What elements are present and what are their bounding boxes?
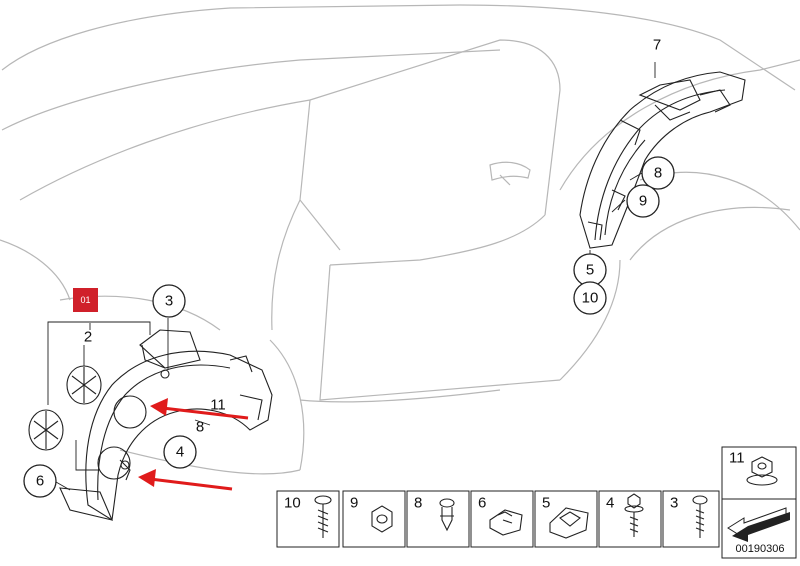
svg-text:8: 8 — [654, 165, 662, 182]
callout-6: 6 — [23, 464, 57, 498]
svg-text:3: 3 — [165, 293, 173, 310]
legend-cell-10: 10 — [276, 490, 340, 548]
legend-cell-3: 3 — [662, 490, 720, 548]
svg-text:10: 10 — [582, 290, 599, 307]
speed-nut-icon — [549, 507, 589, 539]
legend-cell-9: 9 — [342, 490, 406, 548]
assembly-bracket — [47, 321, 151, 471]
parts-legend: 10 9 8 6 — [276, 446, 797, 559]
callout-8-front: 8 — [196, 419, 204, 436]
callout-4: 4 — [163, 435, 197, 469]
callout-11-front: 11 — [210, 397, 226, 414]
legend-cell-8: 8 — [406, 490, 470, 548]
leader-lines — [55, 62, 656, 491]
svg-text:2: 2 — [84, 329, 92, 346]
svg-text:8: 8 — [414, 495, 422, 512]
svg-text:7: 7 — [653, 37, 661, 54]
callout-5-rear: 5 — [573, 253, 607, 287]
svg-text:11: 11 — [729, 450, 745, 467]
grommet-lower — [28, 409, 64, 451]
flanged-nut-icon — [746, 456, 778, 486]
svg-text:8: 8 — [196, 419, 204, 436]
callout-7: 7 — [653, 37, 661, 54]
svg-text:4: 4 — [606, 495, 614, 512]
svg-text:9: 9 — [639, 193, 647, 210]
svg-text:10: 10 — [284, 495, 301, 512]
svg-text:11: 11 — [210, 397, 226, 414]
legend-cell-code: 00190306 — [721, 498, 797, 559]
car-body-outline — [0, 4, 800, 475]
reference-arrow-icon — [727, 507, 790, 542]
push-rivet-icon — [439, 498, 455, 532]
callout-9-rear: 9 — [626, 184, 660, 218]
variant-badge-text: 01 — [80, 295, 90, 305]
diagram-code: 00190306 — [736, 543, 785, 555]
red-arrow-lower — [138, 469, 233, 491]
flange-bolt-icon — [624, 493, 644, 537]
legend-cell-11: 11 — [721, 446, 797, 500]
svg-text:9: 9 — [350, 495, 358, 512]
clip-nut-icon — [489, 509, 523, 536]
red-arrow-upper — [150, 398, 249, 420]
svg-text:3: 3 — [670, 495, 678, 512]
callout-2: 2 — [84, 329, 92, 346]
callout-8-rear: 8 — [641, 156, 675, 190]
legend-cell-4: 4 — [598, 490, 662, 548]
rear-wheel-arch-liner — [579, 71, 746, 249]
legend-cell-6: 6 — [470, 490, 534, 548]
svg-text:5: 5 — [586, 262, 594, 279]
hex-nut-icon — [371, 505, 393, 533]
svg-text:5: 5 — [542, 495, 550, 512]
callout-10-rear: 10 — [573, 281, 607, 315]
self-tapping-screw-icon — [692, 495, 708, 538]
callout-3: 3 — [152, 284, 186, 318]
legend-cell-5: 5 — [534, 490, 598, 548]
svg-text:6: 6 — [36, 473, 44, 490]
screw-icon — [314, 495, 332, 538]
variant-badge: 01 — [73, 288, 98, 312]
grommet-upper — [66, 365, 102, 405]
front-wheel-arch-liner — [59, 329, 273, 521]
svg-text:4: 4 — [176, 444, 184, 461]
svg-text:6: 6 — [478, 495, 486, 512]
